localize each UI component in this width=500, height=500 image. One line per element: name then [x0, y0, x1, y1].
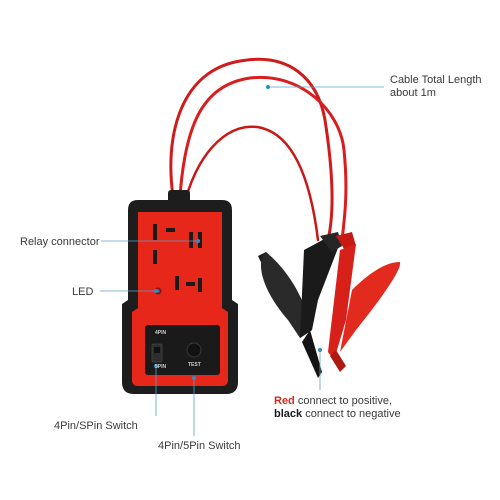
callout-switch-2: 4Pin/5Pin Switch [158, 440, 241, 452]
callout-cable-line1: Cable Total Length [390, 74, 482, 86]
polarity-line1-rest: connect to positive, [294, 395, 393, 407]
polarity-black-word: black [274, 408, 303, 420]
label-test: TEST [188, 362, 201, 368]
label-4pin: 4PIN [155, 330, 167, 336]
black-alligator-clip [258, 232, 342, 378]
callout-switch-1: 4Pin/SPin Switch [54, 420, 138, 432]
callout-cable-length: Cable Total Length about 1m [390, 74, 482, 100]
cable-loop [169, 57, 348, 242]
callout-relay-connector: Relay connector [20, 236, 100, 248]
label-5pin: 5PIN [155, 364, 167, 370]
callout-cable-line2: about 1m [390, 87, 436, 99]
callout-lines [100, 85, 384, 436]
red-alligator-clip [328, 232, 401, 372]
relay-tester-body [122, 190, 238, 394]
polarity-red-word: Red [274, 395, 295, 407]
polarity-line2-rest: connect to negative [302, 408, 401, 420]
callout-led: LED [72, 286, 94, 298]
callout-clip-polarity: Red connect to positive, black connect t… [274, 395, 401, 421]
